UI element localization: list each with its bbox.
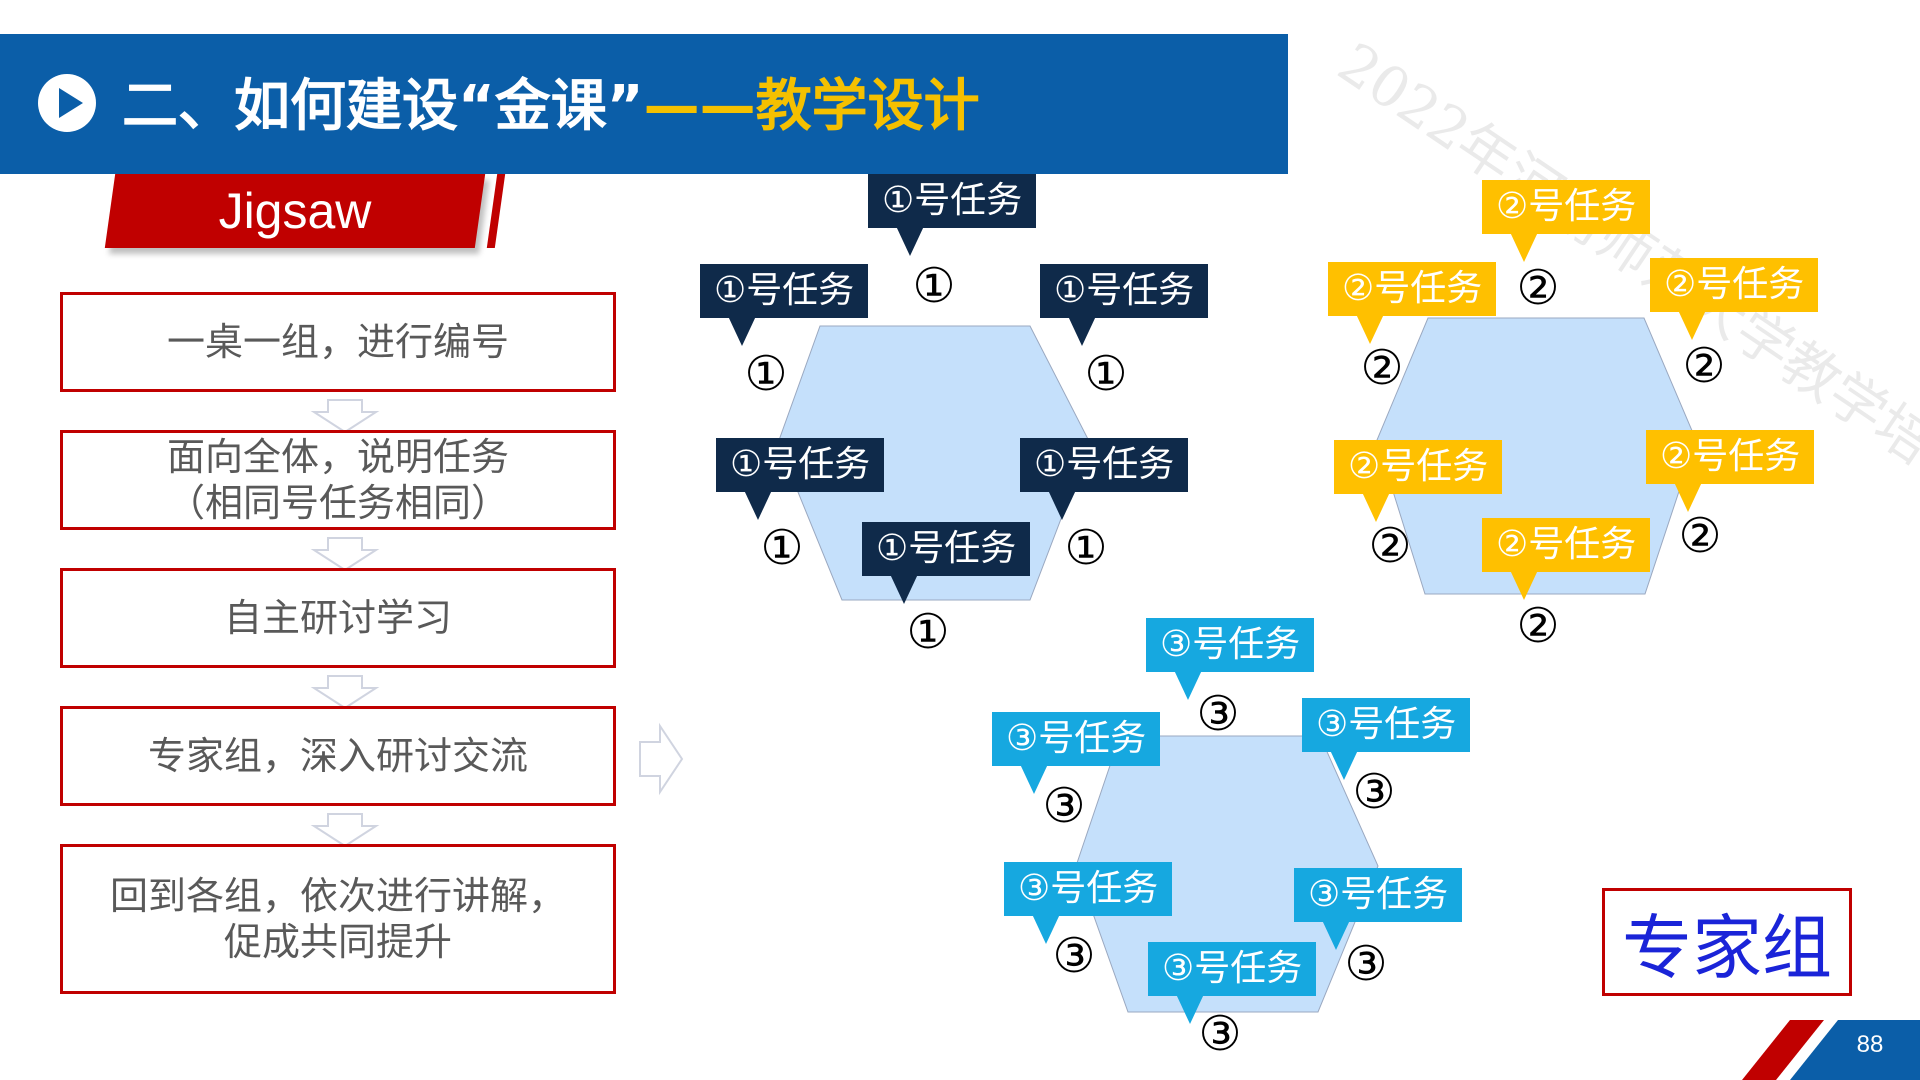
title-bar [0,34,1288,174]
task-callout-2: ②号任务 [1334,440,1503,522]
member-number-1: ① [906,604,950,660]
step-2-line1: 面向全体，说明任务 [166,435,509,479]
step-box-5: 回到各组，依次进行讲解， 促成共同提升 [60,844,616,994]
page-title: 二、如何建设“金课”——教学设计 [122,62,980,152]
step-1-line1: 一桌一组，进行编号 [166,320,509,364]
task-callout-1: ①号任务 [700,264,869,346]
task-callout-1: ①号任务 [868,174,1037,256]
member-number-2: ② [1368,518,1412,574]
step-5-line1: 回到各组，依次进行讲解， [109,874,566,918]
member-number-1: ① [744,346,788,402]
member-number-3: ③ [1042,778,1086,834]
member-number-2: ② [1516,260,1560,316]
expert-group-label: 专家组 [1602,888,1852,996]
down-arrow-icon [310,399,380,434]
task-callout-1: ①号任务 [1040,264,1209,346]
member-number-1: ① [760,520,804,576]
right-arrow-icon [639,722,684,796]
member-number-3: ③ [1198,1006,1242,1062]
title-highlight: ——教学设计 [643,74,980,139]
task-callout-3: ③号任务 [1294,868,1463,950]
step-box-4: 专家组，深入研讨交流 [60,706,616,806]
task-callout-2: ②号任务 [1482,518,1651,600]
step-4-line1: 专家组，深入研讨交流 [147,734,528,778]
step-box-3: 自主研讨学习 [60,568,616,668]
task-callout-2: ②号任务 [1482,180,1651,262]
task-callout-2: ②号任务 [1646,430,1815,512]
play-icon [38,74,96,132]
member-number-1: ① [1064,520,1108,576]
member-number-3: ③ [1052,928,1096,984]
page-number: 88 [1856,1031,1884,1058]
task-callout-3: ③号任务 [992,712,1161,794]
task-callout-3: ③号任务 [1302,698,1471,780]
step-box-2: 面向全体，说明任务 （相同号任务相同） [60,430,616,530]
task-callout-3: ③号任务 [1004,862,1173,944]
page-corner-strip [1742,1020,1920,1080]
down-arrow-icon [310,675,380,710]
task-callout-3: ③号任务 [1146,618,1315,700]
down-arrow-icon [310,537,380,572]
jigsaw-label: Jigsaw [218,183,372,239]
member-number-1: ① [912,258,956,314]
member-number-1: ① [1084,346,1128,402]
member-number-2: ② [1516,598,1560,654]
member-number-3: ③ [1196,686,1240,742]
task-callout-1: ①号任务 [716,438,885,520]
member-number-2: ② [1682,338,1726,394]
task-callout-2: ②号任务 [1650,258,1819,340]
step-2-line2: （相同号任务相同） [166,481,509,525]
task-callout-1: ①号任务 [1020,438,1189,520]
task-callout-3: ③号任务 [1148,942,1317,1024]
step-5-line2: 促成共同提升 [223,920,452,964]
task-callout-2: ②号任务 [1328,262,1497,344]
step-3-line1: 自主研讨学习 [223,596,452,640]
task-callout-1: ①号任务 [862,522,1031,604]
title-main: 二、如何建设“金课” [122,74,644,139]
member-number-2: ② [1360,340,1404,396]
member-number-3: ③ [1352,764,1396,820]
member-number-3: ③ [1344,936,1388,992]
step-box-1: 一桌一组，进行编号 [60,292,616,392]
member-number-2: ② [1678,508,1722,564]
down-arrow-icon [310,813,380,848]
